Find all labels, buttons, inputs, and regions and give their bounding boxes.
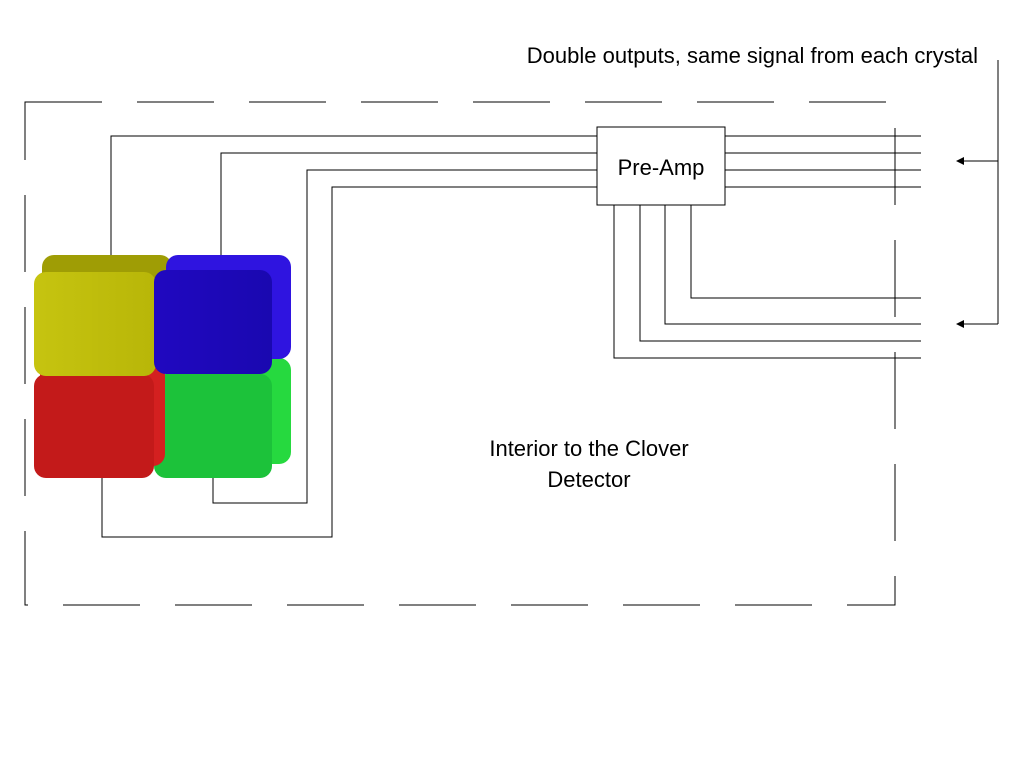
detector-boundary — [24, 101, 896, 606]
detector-label-line1: Interior to the Clover — [489, 436, 688, 461]
crystal-green — [154, 358, 291, 478]
arrowhead-upper-icon — [956, 157, 964, 165]
detector-label-line2: Detector — [547, 467, 630, 492]
clover-crystals — [34, 255, 291, 478]
crystal-signal-wires — [101, 135, 597, 538]
wire-green — [212, 169, 597, 504]
crystal-yellow — [34, 255, 172, 376]
crystal-red — [34, 360, 165, 478]
preamp-outputs-top — [725, 135, 921, 188]
preamp-label: Pre-Amp — [618, 155, 705, 180]
crystal-blue — [154, 255, 291, 374]
wire-yellow — [110, 135, 597, 257]
wire-red — [101, 186, 597, 538]
preamp-box — [596, 126, 726, 206]
annotation-text: Double outputs, same signal from each cr… — [527, 43, 978, 68]
preamp-outputs-bottom — [613, 205, 921, 359]
arrowhead-lower-icon — [956, 320, 964, 328]
annotation-bracket — [962, 60, 999, 325]
wire-blue — [220, 152, 597, 257]
